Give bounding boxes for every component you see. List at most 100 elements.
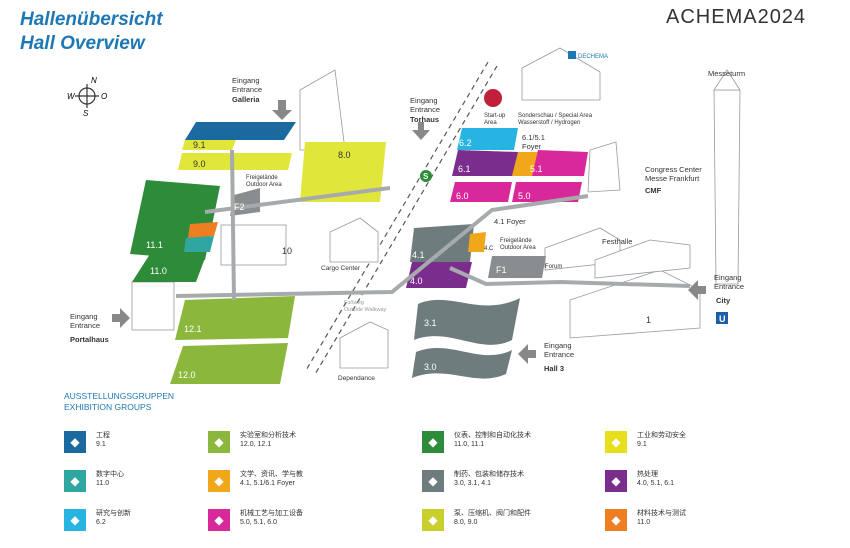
hall-6-0: [450, 182, 512, 202]
legend-group-name: 工业和劳动安全: [637, 432, 686, 439]
material-icon: ◆: [605, 509, 627, 531]
hall-label: 11.1: [146, 240, 163, 250]
dechema-building: [521, 47, 601, 101]
entrance-city-3: City: [716, 296, 731, 305]
legend-heading: AUSSTELLUNGSGRUPPEN EXHIBITION GROUPS: [64, 391, 174, 413]
railway-line: [313, 65, 498, 377]
outdoor-label-1b: Outdoor Area: [246, 182, 282, 188]
pipe-icon: ◆: [64, 431, 86, 453]
hall-6-1: [452, 150, 518, 176]
hall-label: 4.0: [410, 276, 423, 286]
compass-s: S: [83, 109, 89, 118]
messeturm-label: Messeturm: [708, 69, 745, 78]
legend-heading-de: AUSSTELLUNGSGRUPPEN: [64, 391, 175, 401]
forum-label: Forum: [545, 264, 562, 270]
foyer-6151: [512, 152, 538, 176]
entrance-hall3-2: Entrance: [544, 350, 574, 359]
foyer-6151-label-1: 6.1/5.1: [522, 133, 545, 142]
cmf-label-3: CMF: [645, 186, 662, 195]
hall-3-0: [412, 347, 512, 379]
legend-text: 工程 9.1: [96, 431, 110, 449]
walkways: [175, 149, 691, 301]
hall-label: 9.0: [193, 159, 206, 169]
legend-group-halls: 11.0: [96, 480, 110, 487]
s-bahn-icon: [420, 170, 432, 182]
entrance-hall3-3: Hall 3: [544, 364, 564, 373]
hall-label: 9.1: [193, 140, 206, 150]
hall-label: 12.0: [178, 370, 196, 380]
hall-5-0: [512, 182, 582, 202]
cargo-center-label: Cargo Center: [321, 265, 361, 272]
dependance-label: Dependance: [338, 375, 375, 382]
hall-label: 12.1: [184, 324, 202, 334]
hall-label: 5.1: [530, 164, 543, 174]
legend-group-name: 仪表、控制和自动化技术: [454, 432, 531, 439]
book-icon: ◆: [208, 470, 230, 492]
title-de: Hallenübersicht: [20, 9, 163, 30]
achema-logo: ACHEMA2024: [666, 6, 807, 28]
legend-group-name: 数字中心: [96, 471, 124, 478]
hall-label: 6.2: [459, 138, 472, 148]
hall-label: 3.1: [424, 318, 437, 328]
entrance-portalhaus-2: Entrance: [70, 321, 100, 330]
hall-label: 3.0: [424, 362, 437, 372]
hall-9-0: [178, 153, 292, 170]
hall-8-0: [300, 142, 386, 202]
hall-12-1: [175, 296, 295, 340]
hall-1-building: [569, 269, 701, 339]
dependance-building: [339, 321, 389, 369]
heat-icon: ◆: [605, 470, 627, 492]
hall-label: F2: [234, 202, 245, 212]
festhalle-label: Festhalle: [602, 237, 632, 246]
foyer-6151-label-2: Foyer: [522, 142, 542, 151]
legend-group-halls: 4.0, 5.1, 6.1: [637, 480, 674, 487]
legend-group-name: 工程: [96, 432, 110, 439]
legend-group-halls: 11.0: [637, 519, 651, 526]
hall-f1: [488, 256, 546, 278]
hall-label: 11.0: [150, 266, 167, 276]
dechema-label: DECHEMA: [578, 54, 608, 60]
legend-item: ◆ 工程 9.1: [64, 431, 110, 453]
hall-label: F1: [496, 265, 507, 275]
entrance-city-1: Eingang: [714, 273, 742, 282]
entrance-galleria-3: Galleria: [232, 95, 260, 104]
lab-icon: ◆: [208, 431, 230, 453]
arrow-portalhaus: [112, 308, 130, 328]
rocket-icon: [484, 89, 502, 107]
entrance-portalhaus-1: Eingang: [70, 312, 98, 321]
legend-group-halls: 9.1: [96, 441, 106, 448]
hall-label: 4.C: [484, 246, 494, 252]
legend-text: 数字中心 11.0: [96, 470, 124, 488]
legend-group-name: 机械工艺与加工设备: [240, 510, 303, 517]
festhalle-roof: [594, 239, 691, 279]
entrance-hall3-1: Eingang: [544, 341, 572, 350]
s-bahn-label: S: [423, 172, 429, 181]
entrance-arrows: [112, 100, 706, 364]
legend-group-name: 文学、资讯、学与教: [240, 471, 303, 478]
hall-10-building: [220, 224, 287, 266]
legend-group-halls: 5.0, 5.1, 6.0: [240, 519, 277, 526]
hall-label: 10: [282, 246, 292, 256]
arrow-hall3: [518, 344, 536, 364]
fussweg-label-2: Outside Walkway: [344, 307, 387, 313]
hall-label: 8.0: [338, 150, 351, 160]
foyer-41-label: 4.1 Foyer: [494, 217, 526, 226]
compass-n: N: [91, 76, 97, 85]
entrance-galleria-1: Eingang: [232, 76, 260, 85]
arrow-torhaus: [412, 122, 430, 140]
u-bahn-icon: [716, 312, 728, 324]
legend-group-halls: 11.0, 11.1: [454, 441, 485, 448]
page-title: Hallenübersicht Hall Overview: [20, 8, 163, 56]
hall-3-1: [414, 298, 520, 345]
